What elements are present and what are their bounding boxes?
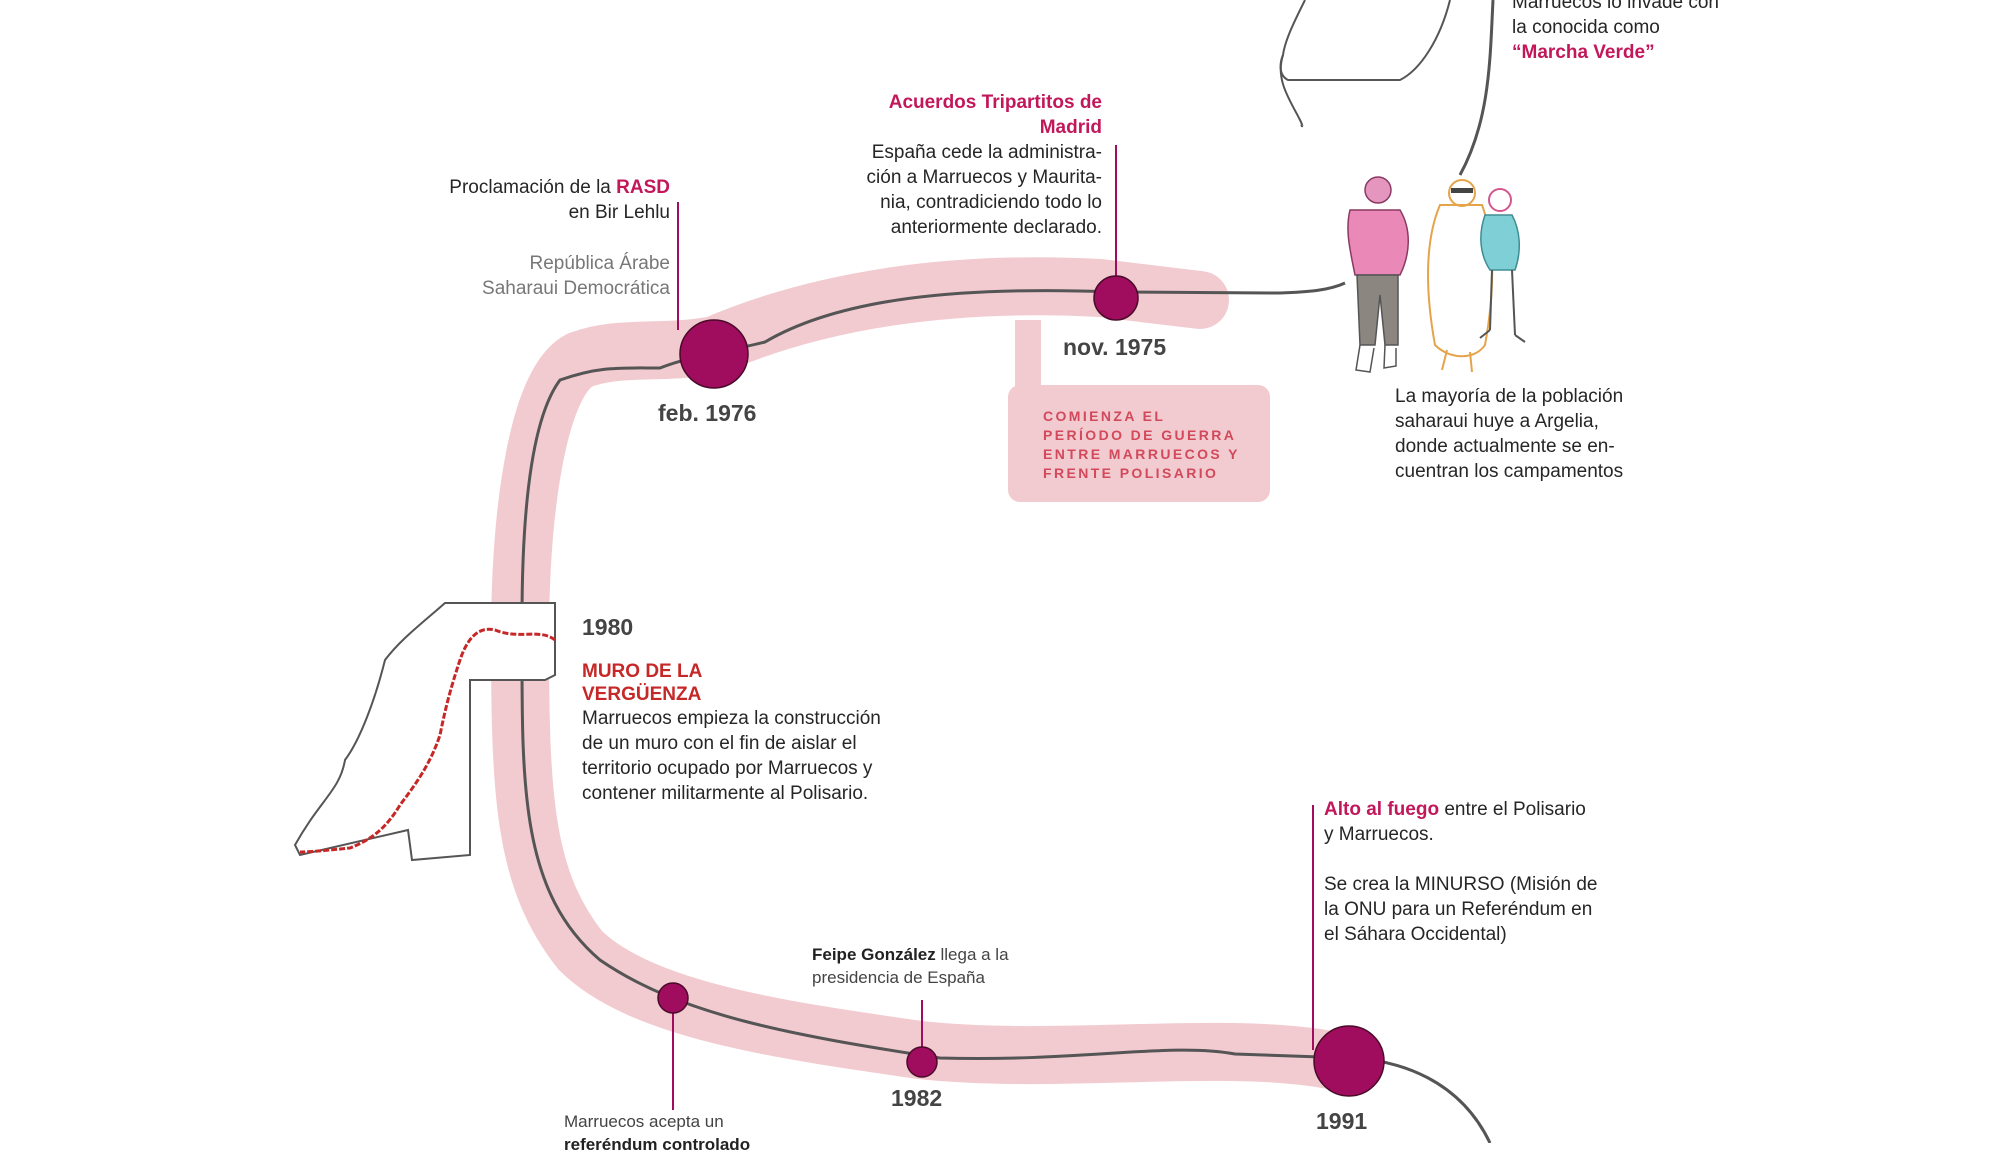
rasd-line1: Proclamación de la RASD — [330, 175, 670, 200]
tripartitos-title-line1: Acuerdos Tripartitos de — [888, 92, 1102, 113]
war-line-2: período de guerra — [1043, 427, 1237, 443]
date-1991: 1991 — [1316, 1108, 1368, 1134]
muro-title-line1: MURO DE LA — [582, 661, 703, 682]
map-sketch-top — [1279, 0, 1451, 128]
refugees-illustration — [1347, 176, 1526, 373]
tripartitos-line-1: España cede la administra- — [871, 142, 1102, 163]
exodo-text: La mayoría de la población saharaui huye… — [1395, 384, 1623, 484]
figure-teal — [1479, 188, 1526, 343]
rasd-text: Proclamación de la RASD en Bir Lehlu — [330, 175, 670, 225]
altofuego-line1: Alto al fuego entre el Polisario — [1324, 797, 1586, 822]
gonzalez-line2: presidencia de España — [812, 968, 985, 987]
tripartitos-title-line2: Madrid — [1039, 117, 1102, 138]
referendum-line1: Marruecos acepta un — [564, 1112, 724, 1131]
gonzalez-text: Feipe González llega a la presidencia de… — [812, 943, 1009, 989]
muro-line-3: territorio ocupado por Marruecos y — [582, 758, 873, 779]
gonzalez-bold: Feipe González — [812, 945, 936, 964]
war-line-1: Comienza el — [1043, 408, 1166, 424]
marcha-highlight: “Marcha Verde” — [1512, 42, 1655, 63]
exodo-line-1: La mayoría de la población — [1395, 386, 1624, 407]
exodo-line-3: donde actualmente se en- — [1395, 436, 1615, 457]
date-1980: 1980 — [582, 614, 634, 640]
tripartitos-text: Acuerdos Tripartitos de Madrid España ce… — [782, 90, 1102, 240]
muro-text: MURO DE LA VERGÜENZA — [582, 660, 702, 706]
referendum-text: Marruecos acepta un referéndum controlad… — [564, 1110, 750, 1156]
node-feb-1976 — [679, 319, 749, 389]
gonzalez-line1: Feipe González llega a la — [812, 943, 1009, 966]
marcha-text: Marruecos lo invade con la conocida como… — [1512, 0, 1719, 65]
node-referendum — [657, 982, 689, 1014]
war-label-box — [1008, 385, 1270, 502]
rasd-sub-line2: Saharaui Democrática — [482, 278, 670, 299]
altofuego-rest: entre el Polisario — [1444, 799, 1586, 820]
figure-orange — [1427, 179, 1494, 373]
tripartitos-line-4: anteriormente declarado. — [890, 217, 1102, 238]
muro-line-1: Marruecos empieza la construcción — [582, 708, 881, 729]
war-label: Comienza el período de guerra entre Marr… — [1043, 407, 1263, 483]
marcha-line1: Marruecos lo invade con — [1512, 0, 1719, 13]
rasd-prefix: Proclamación de la — [449, 177, 611, 198]
war-line-3: entre Marruecos y — [1043, 446, 1240, 462]
node-1982 — [906, 1046, 938, 1078]
muro-line-2: de un muro con el fin de aislar el — [582, 733, 857, 754]
altofuego-line2: y Marruecos. — [1324, 824, 1434, 845]
rasd-subtitle: República Árabe Saharaui Democrática — [330, 251, 670, 301]
minurso-line-2: la ONU para un Referéndum en — [1324, 899, 1593, 920]
altofuego-text: Alto al fuego entre el Polisario y Marru… — [1324, 797, 1586, 847]
date-1982: 1982 — [891, 1085, 943, 1111]
marcha-line — [1458, 0, 1495, 176]
gonzalez-rest: llega a la — [940, 945, 1009, 964]
tripartitos-line-2: ción a Marruecos y Maurita- — [866, 167, 1102, 188]
referendum-line2: referéndum controlado — [564, 1135, 751, 1154]
muro-title-line2: VERGÜENZA — [582, 684, 702, 705]
war-connector — [1015, 320, 1041, 390]
node-1991 — [1313, 1025, 1385, 1097]
muro-desc: Marruecos empieza la construcción de un … — [582, 706, 881, 806]
muro-line-4: contener militarmente al Polisario. — [582, 783, 869, 804]
altofuego-highlight: Alto al fuego — [1324, 799, 1440, 820]
war-line-4: Frente Polisario — [1043, 465, 1219, 481]
figure-pink — [1347, 176, 1409, 373]
tripartitos-line-3: nia, contradiciendo todo lo — [880, 192, 1102, 213]
rasd-highlight: RASD — [616, 177, 670, 198]
exodo-line-2: saharaui huye a Argelia, — [1395, 411, 1599, 432]
marcha-line2: la conocida como — [1512, 17, 1660, 38]
western-sahara-map — [293, 602, 556, 862]
rasd-sub-line1: República Árabe — [529, 253, 670, 274]
exodo-line-4: cuentran los campamentos — [1395, 461, 1624, 482]
minurso-text: Se crea la MINURSO (Misión de la ONU par… — [1324, 872, 1597, 947]
node-nov-1975 — [1093, 275, 1139, 321]
minurso-line-1: Se crea la MINURSO (Misión de — [1324, 874, 1598, 895]
date-feb-1976: feb. 1976 — [658, 400, 757, 426]
date-nov-1975: nov. 1975 — [1063, 334, 1167, 360]
minurso-line-3: el Sáhara Occidental) — [1324, 924, 1507, 945]
rasd-line2: en Bir Lehlu — [568, 202, 670, 223]
